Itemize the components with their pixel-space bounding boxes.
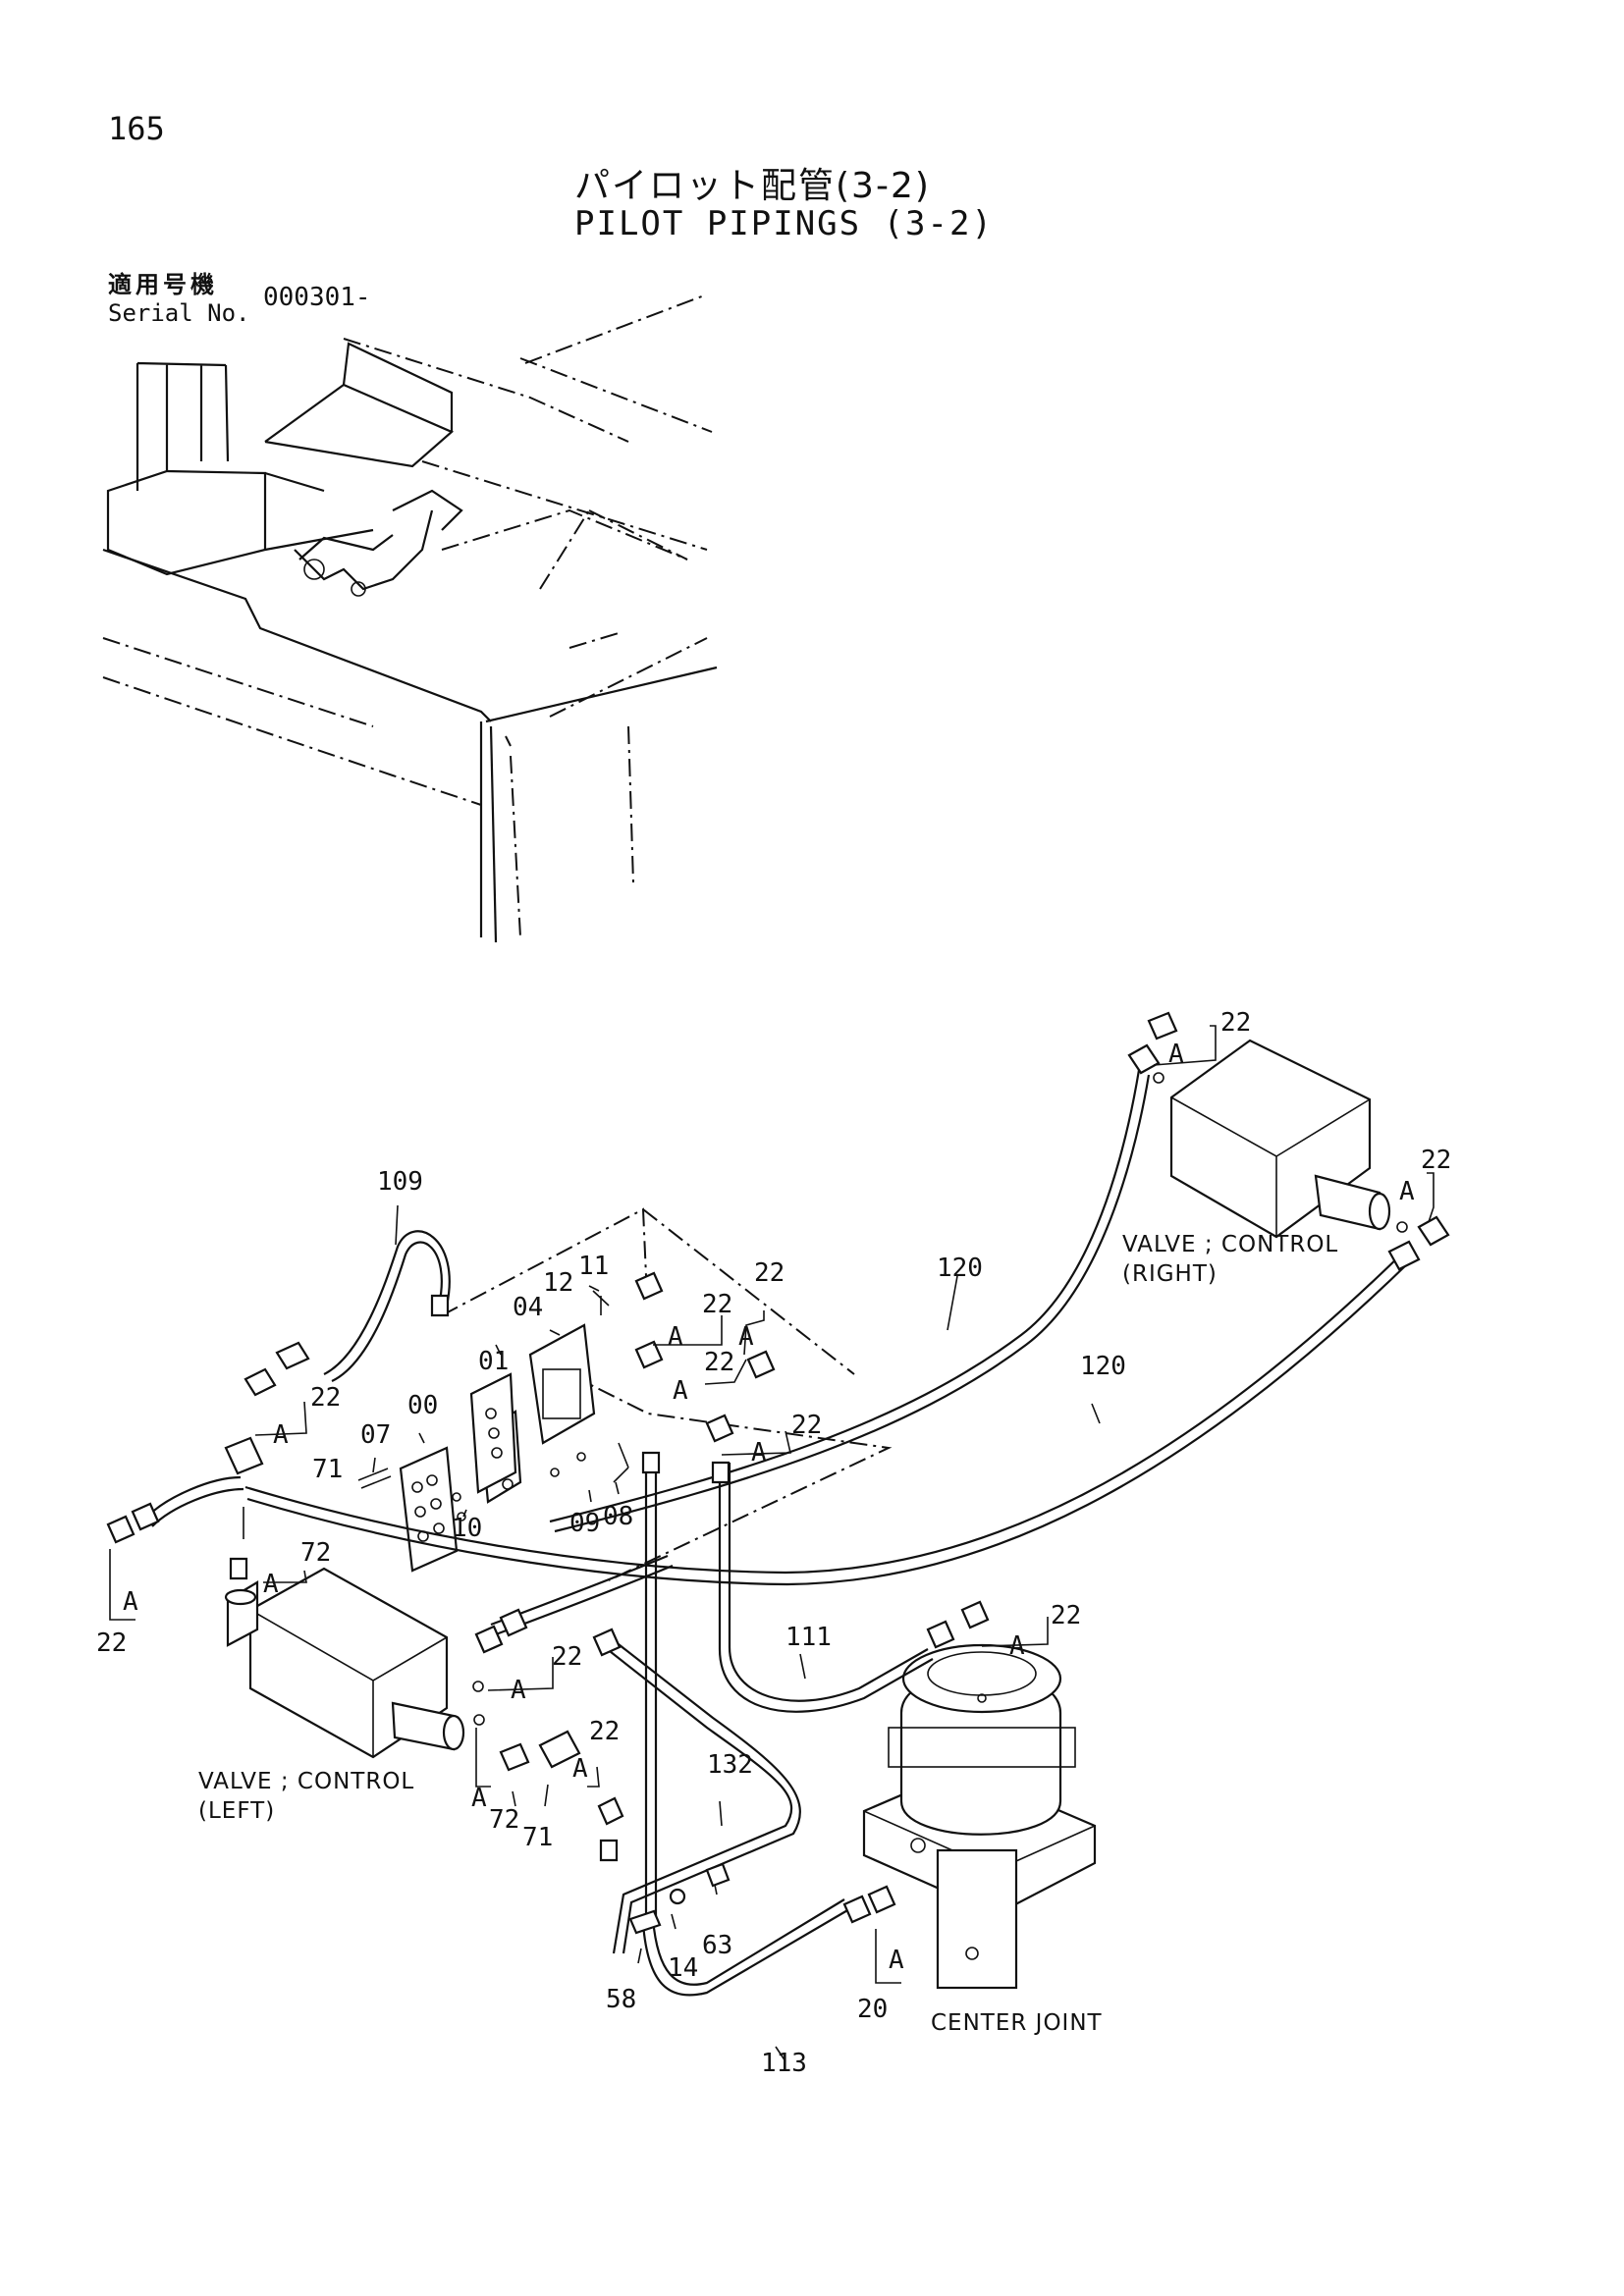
part-00: 00: [407, 1391, 438, 1420]
part-22-h: 22: [96, 1629, 127, 1658]
part-14: 14: [668, 1953, 698, 1983]
part-120-lower: 120: [1080, 1352, 1126, 1381]
part-04: 04: [513, 1293, 543, 1322]
center-joint: [862, 1643, 1097, 1990]
part-22-a: 22: [702, 1290, 732, 1319]
part-10: 10: [452, 1514, 482, 1543]
page-title-english: PILOT PIPINGS (3-2): [574, 204, 994, 243]
part-22-j: 22: [1051, 1601, 1081, 1630]
part-09: 09: [569, 1509, 600, 1538]
ref-a-10: A: [511, 1676, 526, 1705]
part-22-e: 22: [310, 1383, 341, 1413]
ref-a-4: A: [673, 1376, 688, 1406]
page-title-japanese: パイロット配管(3-2): [574, 166, 931, 206]
ref-a-1: A: [1168, 1040, 1184, 1069]
ref-a-11: A: [1009, 1631, 1025, 1661]
ref-a-14: A: [889, 1946, 904, 1975]
valve-right-caption-line2: (RIGHT): [1122, 1261, 1218, 1287]
ref-a-8: A: [263, 1570, 279, 1599]
part-08: 08: [603, 1502, 633, 1531]
valve-right-caption-line1: VALVE ; CONTROL: [1122, 1232, 1338, 1257]
part-132: 132: [707, 1750, 753, 1780]
ref-a-3: A: [668, 1322, 683, 1352]
part-22-f: 22: [1220, 1008, 1251, 1038]
part-111: 111: [785, 1623, 832, 1652]
part-113: 113: [761, 2049, 807, 2078]
part-22-i: 22: [552, 1642, 582, 1672]
part-72-b: 72: [489, 1805, 519, 1835]
part-120-upper: 120: [937, 1254, 983, 1283]
center-joint-caption: CENTER JOINT: [931, 2010, 1103, 2036]
valve-control-right: [1153, 1039, 1408, 1239]
part-22-g: 22: [1421, 1146, 1451, 1175]
serial-label-japanese: 適用号機: [108, 271, 218, 298]
ref-a-13: A: [572, 1754, 588, 1784]
machine-overview-sketch: [102, 294, 718, 943]
valve-control-left: [224, 1567, 485, 1759]
part-71-b: 71: [522, 1823, 553, 1852]
ref-a-6: A: [751, 1438, 767, 1468]
ref-a-12: A: [471, 1784, 487, 1813]
part-11: 11: [578, 1252, 609, 1281]
part-12: 12: [543, 1268, 573, 1298]
ref-a-2: A: [1399, 1177, 1415, 1206]
part-109: 109: [377, 1167, 423, 1197]
ref-a-7: A: [273, 1420, 289, 1450]
part-22-c: 22: [754, 1258, 785, 1288]
part-01: 01: [478, 1347, 509, 1376]
part-number-labels: 109 120 120 111 132 113 11 12 04 01 00 0…: [96, 1008, 1451, 2078]
part-71-a: 71: [312, 1455, 343, 1484]
component-captions: VALVE ; CONTROL (RIGHT) VALVE ; CONTROL …: [198, 1232, 1338, 2036]
part-20: 20: [857, 1995, 888, 2024]
part-58: 58: [606, 1985, 636, 2014]
page-number: 165: [108, 110, 165, 147]
part-63: 63: [702, 1931, 732, 1960]
part-22-b: 22: [704, 1348, 734, 1377]
fittings: [106, 1011, 1450, 1935]
valve-left-caption-line2: (LEFT): [198, 1798, 275, 1824]
valve-left-caption-line1: VALVE ; CONTROL: [198, 1769, 414, 1794]
pilot-hoses: [146, 1069, 1411, 1997]
part-22-d: 22: [791, 1411, 822, 1440]
part-22-k: 22: [589, 1717, 620, 1746]
ref-a-5: A: [738, 1322, 754, 1352]
part-07: 07: [360, 1420, 391, 1450]
reference-brackets: [109, 1025, 1435, 1984]
ref-a-9: A: [123, 1587, 138, 1617]
manifold-block-assembly: [357, 1207, 893, 1581]
serial-label-english: Serial No.: [108, 299, 250, 327]
serial-number-value: 000301-: [263, 283, 371, 312]
part-72-a: 72: [300, 1538, 331, 1568]
reference-a-labels: A A A A A A A A A A A A A A: [123, 1040, 1415, 1975]
leader-lines: [372, 1204, 1101, 2062]
